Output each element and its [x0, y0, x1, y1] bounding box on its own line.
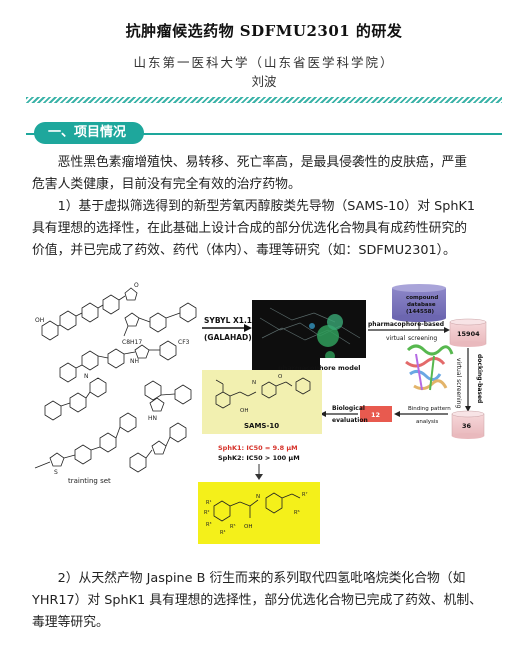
sams10-label: SAMS-10: [244, 422, 279, 430]
binding-pattern-label: Binding pattern: [408, 406, 451, 412]
section-underline: [26, 133, 502, 135]
r-label-1: R¹: [206, 500, 211, 506]
screening-workflow-figure: OH O C8H17 NH CF3 HN S N trainting set S…: [34, 282, 487, 544]
r-label-4: R⁴: [220, 530, 225, 536]
atom-label-n: N: [84, 373, 89, 380]
r-label-5: R⁵: [230, 524, 235, 530]
virtual-screening-label: virtual screening: [455, 358, 462, 409]
r-label-3: R³: [206, 522, 211, 528]
atom-label-s: S: [54, 469, 58, 476]
atom-label-o: O: [134, 282, 139, 289]
section-heading: 一、项目情况: [34, 122, 145, 144]
compound-db-line-3: (144558): [406, 309, 434, 315]
hits-36-cylinder: [451, 410, 485, 439]
optimized-structure-box: [198, 482, 320, 544]
header-divider: [26, 97, 502, 103]
atom-label-oh: OH: [35, 317, 44, 324]
training-set-structures: [34, 287, 197, 473]
sams10-structure-box: [202, 370, 322, 434]
hits-15904-cylinder: [449, 318, 487, 347]
atom-label-cf3: CF3: [178, 339, 190, 346]
hits-12-box: [360, 406, 392, 422]
intro-line-2: 危害人类健康，目前没有完全有效的治疗药物。: [32, 177, 301, 192]
sybyl-label: SYBYL X1.1: [204, 316, 252, 325]
atom-label-nh: NH: [130, 358, 139, 365]
r-label-2: R²: [204, 510, 209, 516]
svg-text:OH: OH: [244, 524, 252, 530]
analysis-label: analysis: [416, 419, 438, 425]
count-12: 12: [371, 411, 380, 419]
atom-label-hn: HN: [148, 415, 157, 422]
screening-label: screening: [408, 335, 437, 342]
sphk2-ic50: SphK2: IC50 > 100 μM: [218, 454, 300, 462]
docking-based-label: docking-based: [476, 354, 483, 403]
author-affiliation: 山东第一医科大学（山东省医学科学院）: [133, 55, 395, 70]
compound-database-icon: [392, 284, 446, 322]
count-15904: 15904: [457, 330, 480, 338]
svg-text:N: N: [256, 494, 260, 500]
author-name: 刘波: [251, 74, 277, 89]
protein-structure-image: [405, 344, 454, 391]
paragraph-2-line-2: YHR17）对 SphK1 具有理想的选择性，部分优选化合物已完成了药效、机制、: [32, 593, 482, 608]
paragraph-1-line-3: 价值，并已完成了药效、药代（体内）、毒理等研究（如：SDFMU2301）。: [32, 243, 456, 258]
galahad-label: (GALAHAD): [204, 333, 252, 342]
paragraph-1-line-1: 1）基于虚拟筛选得到的新型芳氧丙醇胺类先导物（SAMS-10）对 SphK1: [57, 199, 475, 214]
sphk1-ic50: SphK1: IC50 = 9.8 μM: [218, 444, 298, 452]
count-36: 36: [462, 422, 472, 430]
compound-db-line-1: compound: [406, 295, 438, 301]
compound-db-line-2: database: [407, 302, 436, 308]
pharmacophore-based-label: pharmacophore-based: [368, 321, 444, 328]
svg-text:O: O: [278, 374, 283, 380]
virtual-label: virtual: [386, 335, 406, 342]
paragraph-1-line-2: 具有理想的选择性，在此基础上设计合成的部分优选化合物具有成药性研究的: [32, 221, 468, 236]
paper-title: 抗肿瘤候选药物 SDFMU2301 的研发: [125, 22, 403, 40]
evaluation-label: evaluation: [332, 417, 368, 424]
substituent-label: C8H17: [122, 339, 142, 346]
biological-label: Biological: [332, 405, 365, 412]
svg-text:N: N: [252, 380, 256, 386]
r-label-6: R⁶: [294, 510, 299, 516]
training-set-label: trainting set: [68, 477, 111, 485]
paragraph-2-line-1: 2）从天然产物 Jaspine B 衍生而来的系列取代四氢吡咯烷类化合物（如: [57, 571, 466, 586]
r-label-7: R⁷: [302, 492, 307, 498]
pharmacophore-model-label: pharmacophore model: [278, 364, 361, 372]
intro-line-1: 恶性黑色素瘤增殖快、易转移、死亡率高，是最具侵袭性的皮肤癌，严重: [57, 155, 468, 170]
paragraph-2-line-3: 毒理等研究。: [32, 615, 109, 630]
svg-text:OH: OH: [240, 408, 248, 414]
